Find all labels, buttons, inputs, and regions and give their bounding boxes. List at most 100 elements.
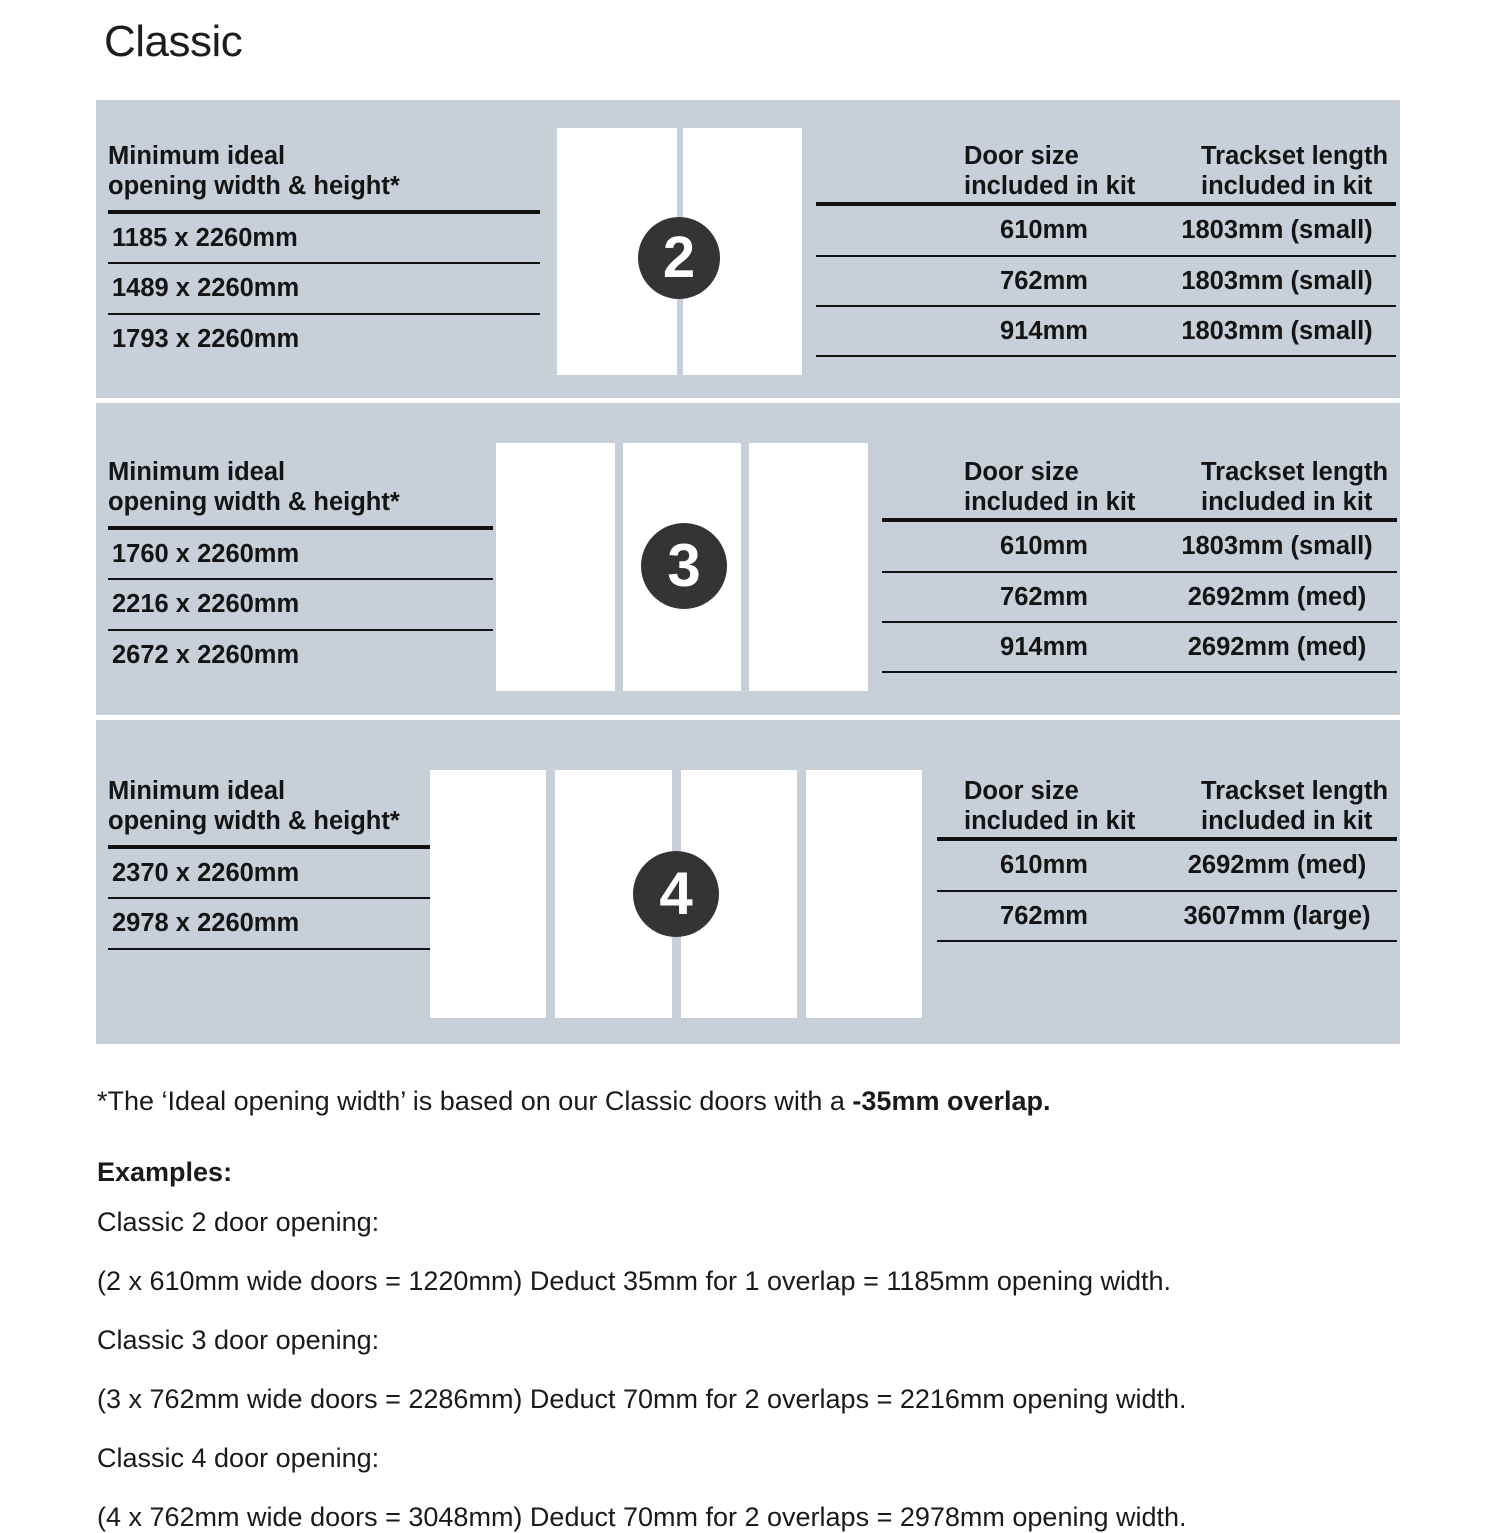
spec-panel: Minimum ideal opening width & height* 11… (96, 100, 1400, 1044)
row-rule (108, 897, 432, 900)
header-rule (882, 518, 1397, 522)
door-size-header: Door size included in kit (964, 142, 1136, 200)
header-rule (108, 209, 540, 214)
table-row: 2672 x 2260mm (108, 631, 493, 680)
header-rule (108, 525, 493, 530)
door-size-header: Door size included in kit (964, 777, 1136, 835)
table-row: 1760 x 2260mm (108, 530, 493, 581)
door-size-header: Door size included in kit (964, 458, 1136, 516)
example-line: (3 x 762mm wide doors = 2286mm) Deduct 7… (97, 1384, 1187, 1414)
trackset-cell: 2692mm (med) (1187, 633, 1367, 661)
row-rule (882, 671, 1397, 673)
trackset-cell: 1803mm (small) (1181, 267, 1373, 295)
door-size-cell: 914mm (1000, 317, 1088, 345)
door-size-cell: 610mm (1000, 851, 1088, 879)
table-row: 2216 x 2260mm (108, 580, 493, 631)
trackset-cell: 2692mm (med) (1187, 851, 1367, 879)
footnote-text: *The ‘Ideal opening width’ is based on o… (97, 1086, 853, 1116)
section-divider (96, 398, 1400, 403)
right-columns-4: Door size included in kit Trackset lengt… (932, 777, 1400, 942)
header-rule (816, 202, 1396, 206)
example-line: (4 x 762mm wide doors = 3048mm) Deduct 7… (97, 1502, 1187, 1532)
door-size-cell: 914mm (1000, 633, 1088, 661)
header-rule (108, 844, 432, 849)
trackset-header: Trackset length included in kit (1201, 777, 1389, 835)
door-panel (805, 770, 922, 1018)
table-row: 762mm 3607mm (large) (932, 892, 1400, 940)
trackset-header: Trackset length included in kit (1201, 458, 1389, 516)
opening-size-cell: 2370 x 2260mm (112, 858, 300, 887)
door-diagram-4 (430, 770, 922, 1018)
door-panel (496, 443, 615, 691)
right-column-headers: Door size included in kit Trackset lengt… (932, 777, 1400, 837)
header-rule (937, 837, 1397, 841)
left-column-3: Minimum ideal opening width & height* 17… (108, 458, 493, 679)
row-rule (937, 940, 1397, 942)
table-row: 1185 x 2260mm (108, 214, 540, 265)
section-classic-4-door: Minimum ideal opening width & height* 23… (96, 720, 1400, 1044)
table-row: 1793 x 2260mm (108, 315, 540, 364)
examples-heading: Examples: (97, 1157, 233, 1187)
left-column-2: Minimum ideal opening width & height* 11… (108, 142, 540, 363)
footnote: *The ‘Ideal opening width’ is based on o… (97, 1085, 1051, 1117)
row-rule (108, 262, 540, 265)
opening-size-cell: 2216 x 2260mm (112, 590, 300, 619)
door-size-cell: 610mm (1000, 216, 1088, 244)
page-title: Classic (104, 17, 243, 66)
table-row: 610mm 1803mm (small) (876, 522, 1400, 571)
door-size-cell: 762mm (1000, 583, 1088, 611)
section-classic-3-door: Minimum ideal opening width & height* 17… (96, 403, 1400, 716)
row-rule (108, 947, 432, 950)
row-rule (108, 312, 540, 315)
row-rule (816, 305, 1396, 307)
row-rule (882, 571, 1397, 573)
table-row: 610mm 1803mm (small) (809, 206, 1400, 255)
footnote-bold: -35mm overlap. (852, 1086, 1051, 1116)
table-row: 2370 x 2260mm (108, 849, 432, 900)
door-panel (749, 443, 869, 691)
left-column-header: Minimum ideal opening width & height* (108, 777, 400, 835)
table-row: 914mm 2692mm (med) (876, 623, 1400, 671)
left-column-header: Minimum ideal opening width & height* (108, 458, 400, 516)
trackset-cell: 2692mm (med) (1187, 583, 1367, 611)
example-line: Classic 4 door opening: (97, 1443, 380, 1473)
door-size-cell: 610mm (1000, 532, 1088, 560)
section-classic-2-door: Minimum ideal opening width & height* 11… (96, 100, 1400, 399)
door-size-cell: 762mm (1000, 902, 1088, 930)
row-rule (816, 255, 1396, 257)
example-line: (2 x 610mm wide doors = 1220mm) Deduct 3… (97, 1266, 1172, 1296)
opening-size-cell: 1185 x 2260mm (112, 223, 298, 252)
opening-size-cell: 1793 x 2260mm (112, 324, 300, 353)
section-divider (96, 715, 1400, 720)
table-row: 762mm 2692mm (med) (876, 573, 1400, 621)
trackset-cell: 3607mm (large) (1183, 902, 1371, 930)
opening-size-cell: 2978 x 2260mm (112, 909, 300, 938)
trackset-cell: 1803mm (small) (1181, 216, 1373, 244)
trackset-cell: 1803mm (small) (1181, 317, 1373, 345)
row-rule (816, 355, 1396, 357)
opening-size-cell: 1760 x 2260mm (112, 539, 300, 568)
left-column-header: Minimum ideal opening width & height* (108, 142, 400, 200)
opening-size-cell: 1489 x 2260mm (112, 274, 300, 303)
table-row: 610mm 2692mm (med) (932, 841, 1400, 890)
row-rule (937, 890, 1397, 892)
table-row: 2978 x 2260mm (108, 899, 432, 950)
table-row: 1489 x 2260mm (108, 264, 540, 315)
right-column-headers: Door size included in kit Trackset lengt… (876, 458, 1400, 518)
door-count-badge-2: 2 (638, 217, 720, 299)
door-panel (430, 770, 547, 1018)
right-columns-3: Door size included in kit Trackset lengt… (876, 458, 1400, 673)
table-row: 914mm 1803mm (small) (809, 307, 1400, 355)
row-rule (108, 578, 493, 581)
row-rule (882, 621, 1397, 623)
trackset-cell: 1803mm (small) (1181, 532, 1373, 560)
row-rule (108, 628, 493, 631)
right-column-headers: Door size included in kit Trackset lengt… (809, 142, 1400, 202)
door-count-badge-4: 4 (633, 851, 719, 937)
example-line: Classic 3 door opening: (97, 1325, 380, 1355)
door-size-cell: 762mm (1000, 267, 1088, 295)
opening-size-cell: 2672 x 2260mm (112, 640, 300, 669)
example-line: Classic 2 door opening: (97, 1207, 380, 1237)
trackset-header: Trackset length included in kit (1201, 142, 1389, 200)
left-column-4: Minimum ideal opening width & height* 23… (108, 777, 432, 950)
